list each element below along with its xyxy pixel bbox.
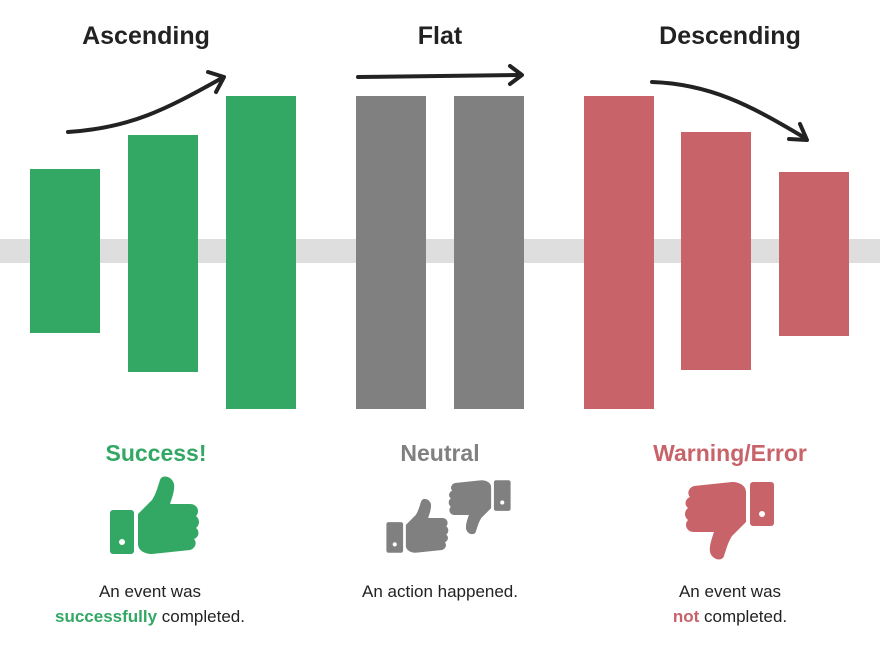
- neutral-desc-line1: An action happened.: [362, 582, 518, 601]
- neutral-description: An action happened.: [290, 579, 590, 604]
- descending-bar-3: [779, 172, 849, 336]
- flat-heading: Flat: [417, 22, 463, 50]
- flat-arrow-icon: [356, 64, 524, 86]
- descending-bar-2: [681, 132, 751, 370]
- warning-error-label: Warning/Error: [653, 440, 807, 466]
- ascending-heading: Ascending: [82, 22, 210, 50]
- error-desc-line1: An event was: [678, 582, 782, 601]
- error-description: An event was not completed.: [580, 579, 880, 629]
- neutral-thumbs-up-icon: [386, 498, 449, 553]
- error-desc-rest: completed.: [699, 607, 788, 626]
- success-description: An event was successfully completed.: [0, 579, 300, 629]
- success-desc-rest: completed.: [157, 607, 245, 626]
- success-label: Success!: [105, 440, 207, 466]
- success-emphasis: successfully: [55, 607, 158, 626]
- thumbs-down-icon: [685, 482, 774, 560]
- success-desc-line2: successfully completed.: [0, 604, 300, 629]
- descending-bar-1: [584, 96, 654, 409]
- ascending-bar-3: [226, 96, 296, 409]
- ascending-bar-1: [30, 169, 100, 333]
- success-desc-line1: An event was: [98, 582, 202, 601]
- descending-heading: Descending: [659, 22, 801, 50]
- flat-bar-1: [356, 96, 426, 409]
- thumbs-up-icon: [110, 476, 199, 554]
- error-emphasis: not: [672, 607, 700, 626]
- ascending-bar-2: [128, 135, 198, 372]
- neutral-label: Neutral: [400, 440, 480, 466]
- flat-bar-2: [454, 96, 524, 409]
- ascending-arrow-icon: [66, 70, 226, 134]
- neutral-thumbs-down-icon: [448, 480, 511, 535]
- descending-arrow-icon: [650, 80, 809, 142]
- error-desc-line2: not completed.: [580, 604, 880, 629]
